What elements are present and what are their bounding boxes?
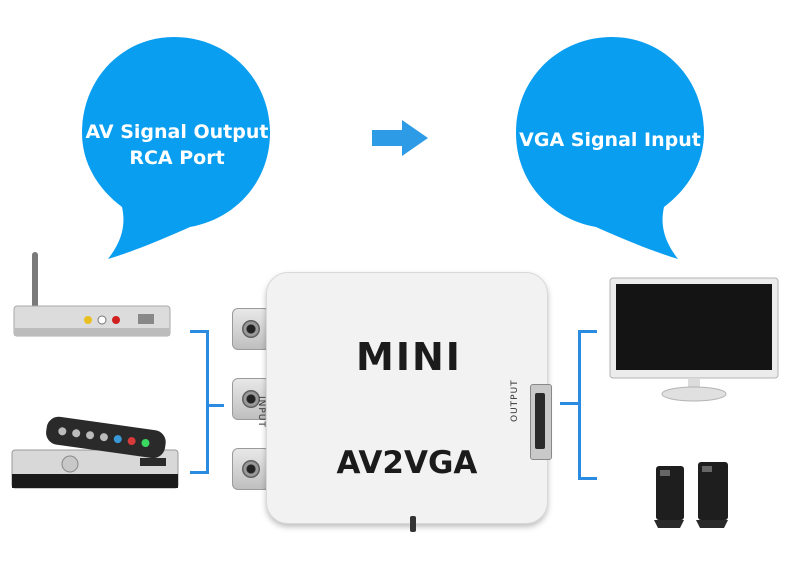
output-bracket-connector	[560, 402, 578, 405]
rca-port-icon	[232, 308, 270, 350]
input-label: INPUT	[256, 396, 266, 428]
right-callout-bubble: VGA Signal Input	[508, 35, 708, 263]
monitor-image	[608, 276, 780, 404]
set-top-box-image	[10, 412, 182, 492]
right-callout-shape	[516, 37, 704, 259]
left-callout-line1: AV Signal Output	[85, 121, 269, 143]
output-label: OUTPUT	[510, 379, 520, 422]
device-model-text: AV2VGA	[336, 445, 478, 481]
wifi-router-image	[10, 248, 172, 340]
device-brand-text: MINI	[356, 335, 462, 379]
arrow-right-icon	[370, 118, 430, 162]
rca-port-icon	[232, 378, 270, 420]
left-callout-bubble: AV Signal Output RCA Port	[78, 35, 278, 263]
right-callout-line1: VGA Signal Input	[519, 129, 701, 151]
mode-switch	[410, 516, 416, 532]
output-bracket	[578, 330, 597, 480]
left-callout-line2: RCA Port	[129, 147, 225, 169]
speakers-image	[650, 456, 750, 530]
vga-port-icon	[530, 384, 552, 460]
input-bracket	[190, 330, 209, 474]
av2vga-converter: MINI AV2VGA	[266, 272, 548, 524]
left-callout-shape	[82, 37, 270, 259]
rca-port-icon	[232, 448, 270, 490]
input-bracket-connector	[206, 404, 224, 407]
